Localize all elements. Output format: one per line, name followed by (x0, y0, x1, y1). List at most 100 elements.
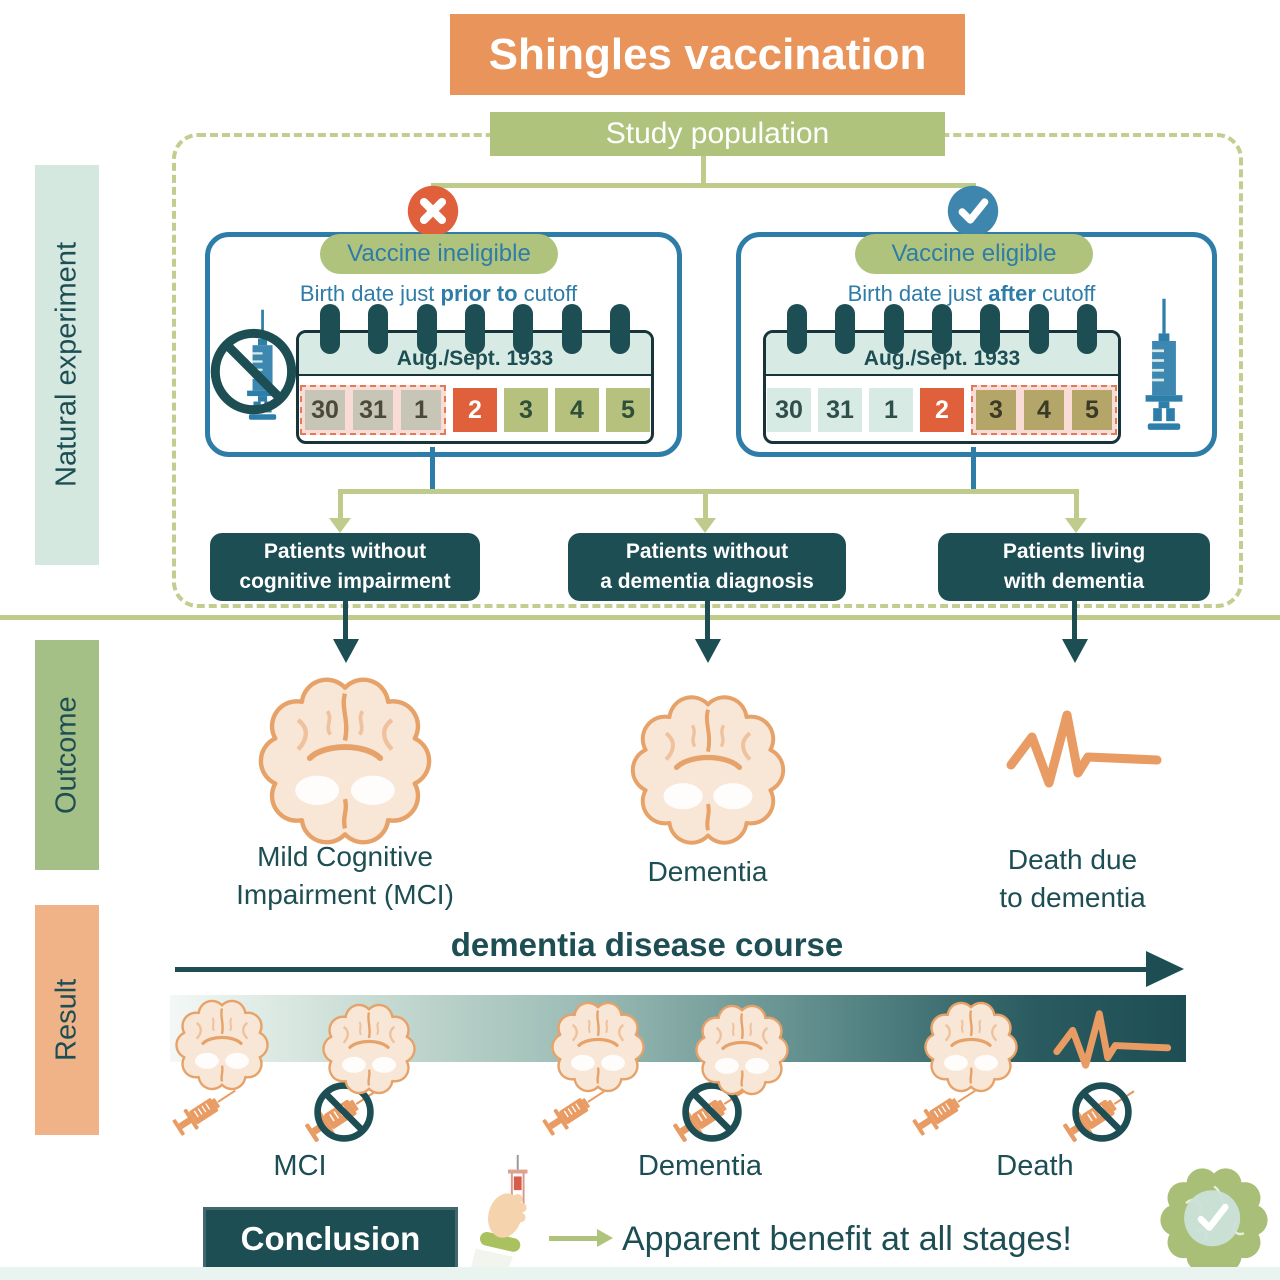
date-cell: 30 (305, 390, 345, 430)
cohort-line: Patients without (625, 539, 789, 563)
calendar-binder-rings (787, 304, 1097, 354)
outcome-line: Impairment (MCI) (236, 878, 454, 910)
highlighted-date-group: 30 31 1 (300, 385, 446, 435)
conclusion-arrowhead (597, 1229, 613, 1247)
connector-study-vertical (701, 156, 706, 185)
subtitle-post: cutoff (517, 281, 578, 306)
branch-arrow-line (338, 489, 343, 519)
outcome-line: Mild Cognitive (257, 841, 433, 872)
eligible-subtitle: Birth date just after cutoff (746, 281, 1197, 307)
check-circle-icon (946, 184, 1000, 238)
highlighted-date-group: 3 4 5 (971, 385, 1117, 435)
conclusion-box: Conclusion (203, 1207, 458, 1270)
outcome-arrowhead (1062, 639, 1088, 663)
binder-ring (368, 304, 389, 354)
subtitle-bold: prior to (440, 281, 518, 306)
date-cell: 3 (504, 388, 548, 432)
section-label-outcome: Outcome (35, 640, 99, 870)
calendar-eligible: Aug./Sept. 1933 30 31 1 2 3 4 5 (763, 304, 1121, 444)
outcome-line: to dementia (999, 881, 1146, 913)
brain-coronal-icon (915, 1001, 1027, 1093)
brain-coronal-icon (166, 999, 278, 1091)
cutoff-date-cell: 2 (453, 388, 497, 432)
outcome-arrow-line (343, 601, 348, 641)
outcome-arrow-line (1072, 601, 1077, 641)
vaccine-eligible-pill: Vaccine eligible (855, 234, 1093, 274)
connector-left-box-down (430, 447, 435, 491)
stage-label-death: Death (996, 1150, 1074, 1182)
date-cell: 4 (1024, 390, 1064, 430)
prohibited-syringe-icon (1058, 1068, 1146, 1156)
date-cell: 30 (767, 388, 811, 432)
cohort-line: Patients without (263, 539, 427, 563)
brain-check-icon (1156, 1166, 1272, 1278)
date-cell: 31 (353, 390, 393, 430)
subtitle-pre: Birth date just (847, 281, 989, 306)
bottom-strip (0, 1267, 1280, 1280)
outcome-label-death: Death due to dementia (925, 841, 1220, 917)
brain-coronal-icon (243, 676, 447, 846)
date-cell: 1 (401, 390, 441, 430)
outcome-arrow-line (705, 601, 710, 641)
binder-ring (980, 304, 1001, 354)
calendar-body: Aug./Sept. 1933 30 31 1 2 3 4 5 (763, 330, 1121, 444)
branch-arrow-line (703, 489, 708, 519)
outcome-arrowhead (695, 639, 721, 663)
date-cell: 4 (555, 388, 599, 432)
vaccine-ineligible-pill: Vaccine ineligible (320, 234, 558, 274)
branch-arrowhead (329, 518, 351, 533)
binder-ring (464, 304, 485, 354)
section-divider (0, 615, 1280, 620)
conclusion-arrow-line (549, 1236, 601, 1241)
binder-ring (609, 304, 630, 354)
binder-ring (1076, 304, 1097, 354)
cohort-line: with dementia (1003, 570, 1145, 593)
branch-arrowhead (694, 518, 716, 533)
date-cell: 1 (869, 388, 913, 432)
disease-course-title: dementia disease course (450, 926, 844, 963)
branch-arrowhead (1065, 518, 1087, 533)
outcome-arrowhead (333, 639, 359, 663)
brain-coronal-icon (686, 1004, 798, 1096)
cohort-box-no-impairment: Patients without cognitive impairment (210, 533, 480, 601)
date-cell: 31 (818, 388, 862, 432)
connector-study-horizontal (431, 183, 976, 188)
page-title: Shingles vaccination (450, 14, 965, 95)
ineligible-subtitle: Birth date just prior to cutoff (215, 281, 662, 307)
hand-holding-syringe-icon (462, 1153, 550, 1280)
binder-ring (883, 304, 904, 354)
brain-coronal-icon (614, 694, 802, 846)
brain-coronal-icon (542, 1001, 654, 1093)
conclusion-statement: Apparent benefit at all stages! (622, 1220, 1072, 1258)
binder-ring (320, 304, 340, 354)
calendar-dates-row: 30 31 1 2 3 4 5 (766, 376, 1118, 435)
cohort-box-living-with-dementia: Patients living with dementia (938, 533, 1210, 601)
branch-arrow-line (1074, 489, 1079, 519)
outcome-line: Dementia (647, 856, 768, 887)
calendar-binder-rings (320, 304, 630, 354)
connector-right-box-down (971, 447, 976, 491)
stage-label-mci: MCI (273, 1150, 327, 1182)
outcome-line: Death due (1007, 844, 1138, 875)
binder-ring (513, 304, 534, 354)
binder-ring (835, 304, 856, 354)
calendar-dates-row: 30 31 1 2 3 4 5 (299, 376, 651, 435)
date-cell: 5 (606, 388, 650, 432)
syringe-icon (1138, 296, 1190, 438)
brain-coronal-icon (313, 1003, 425, 1095)
prohibited-syringe-icon (208, 292, 308, 442)
cohort-line: cognitive impairment (239, 570, 451, 593)
binder-ring (561, 304, 582, 354)
date-cell: 3 (976, 390, 1016, 430)
subtitle-post: cutoff (1035, 281, 1096, 306)
ekg-flatline-icon (1052, 1003, 1174, 1079)
section-label-natural-experiment: Natural experiment (35, 165, 99, 565)
subtitle-bold: after (988, 281, 1036, 306)
disease-course-arrowhead (1146, 951, 1184, 987)
outcome-label-dementia: Dementia (555, 853, 860, 891)
cohort-line: Patients living (1002, 539, 1146, 563)
cohort-line: a dementia diagnosis (600, 570, 814, 593)
ekg-flatline-icon (1005, 700, 1165, 802)
x-circle-icon (406, 184, 460, 238)
